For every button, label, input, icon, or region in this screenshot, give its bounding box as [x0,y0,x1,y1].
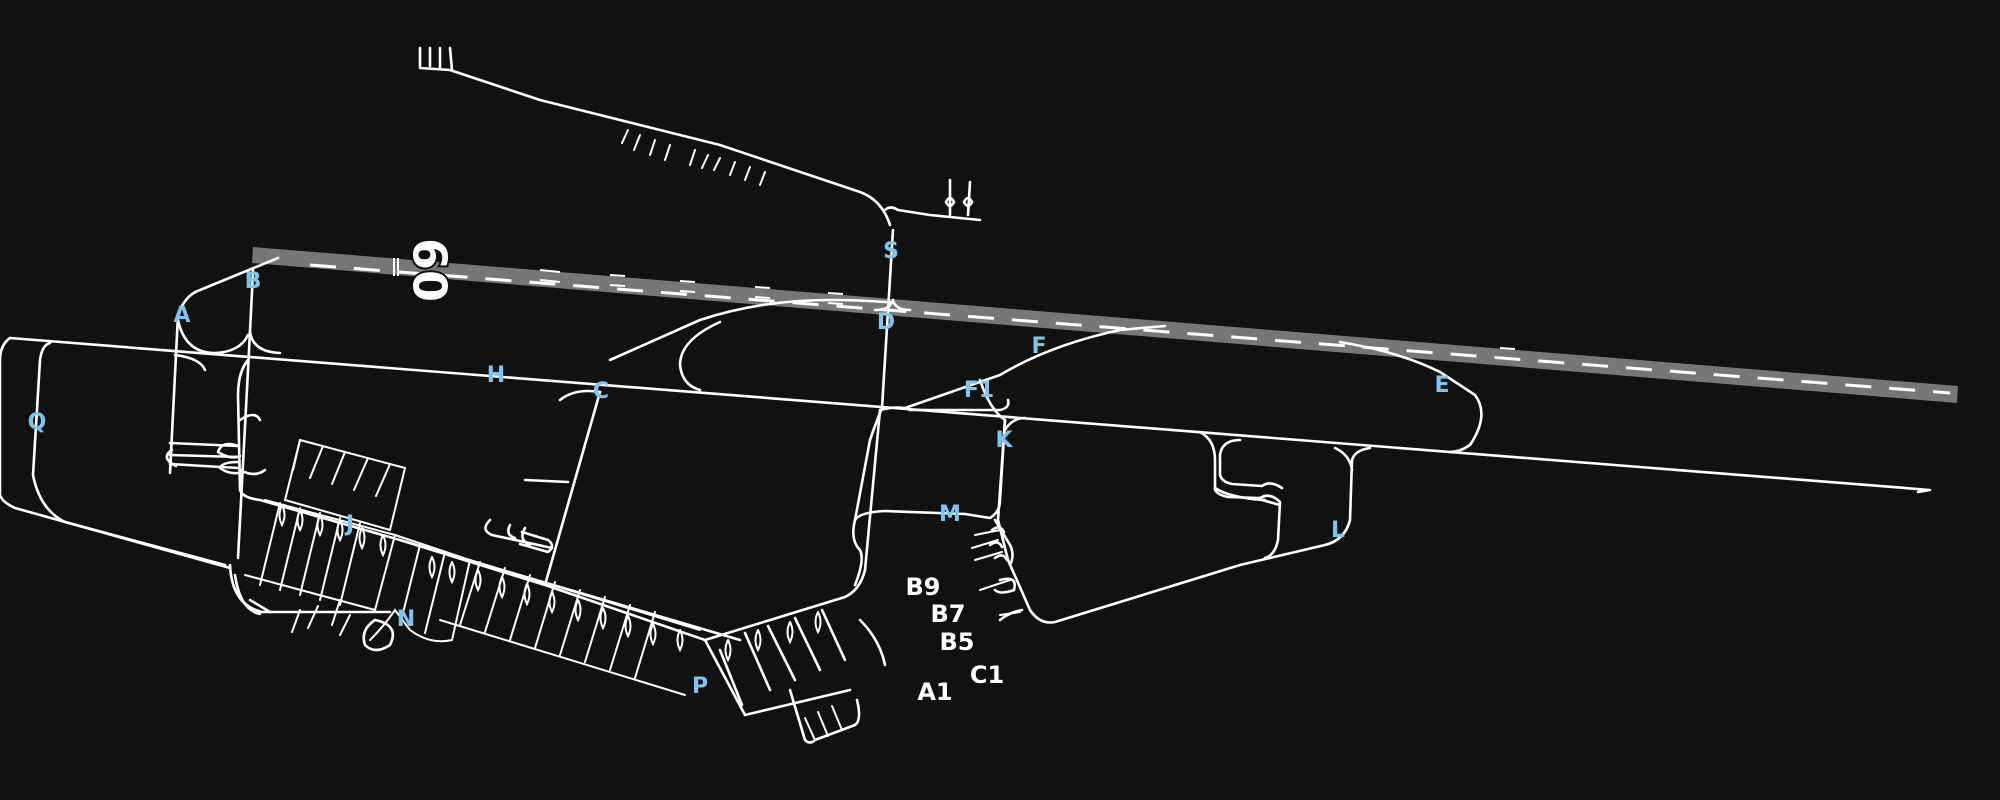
taxiway-label-q: Q [28,410,47,435]
holding-loop-a2 [218,460,240,475]
apron-west-fillets [238,413,267,476]
taxiway-k-fillet [1003,416,1027,432]
apron-p-east-edge [703,408,882,642]
stand-label-c1: C1 [970,661,1004,689]
taxiway-label-a: A [173,303,190,328]
taxiway-a-fillet [173,353,207,372]
taxiway-d-runway-link [828,298,892,304]
taxiway-labels: B A Q H C S D F F1 K E M J N P L [28,239,1450,699]
apron-southwest-edge [228,563,392,614]
stands-p-south [788,688,861,744]
holding-loops-a [165,442,242,468]
runway-designator: 60 [403,238,457,302]
taxiway-h-centerline [8,336,1932,494]
stand-label-b5: B5 [940,628,975,656]
apron-east-link [1213,486,1282,507]
taxiway-s-stands-north [428,46,454,72]
taxiway-f [903,324,1167,410]
taxiway-label-j: J [344,512,354,537]
apron-c-stubs [484,478,570,550]
remote-stands-north [621,129,766,186]
taxiway-label-s: S [883,239,899,264]
taxiway-label-f1: F1 [964,378,994,403]
taxiway-label-n: N [397,607,415,632]
taxiway-e [1338,340,1483,454]
taxiway-k-l-loop [996,418,1372,624]
stands-p-south-lines [804,705,843,741]
stand-labels: B9 B7 B5 C1 A1 [903,571,1007,709]
runway: 60 [252,236,1958,403]
stand-label-b7: B7 [931,600,966,628]
stands-k-east [971,529,1021,616]
stands-row-j [244,438,701,696]
taxiway-label-b: B [245,269,262,294]
taxiway-label-h: H [487,363,505,388]
apron-n-loop [362,618,395,652]
taxiway-a-connector [168,256,280,475]
taxiway-c [543,298,832,587]
taxiway-ab-fillet [176,318,250,355]
taxiway-label-d: D [877,310,895,335]
apron-south-loop [233,573,272,616]
holding-loops-k [988,526,1009,562]
apron-c-box [518,530,554,554]
taxiway-s-east [883,206,982,222]
taxiway-f1 [978,378,1007,422]
runway-threshold-markings [393,258,1516,360]
apron-east-stand [1198,430,1282,560]
taxiway-d-vertical [880,228,895,410]
taxiway-label-p: P [692,674,708,699]
taxiway-label-l: L [1331,518,1345,543]
taxiway-l-fillet [1333,446,1354,472]
taxiway-m-north [878,398,1010,412]
holding-points-s [944,178,974,217]
taxiway-q-outer [0,336,232,570]
taxiway-label-c: C [593,379,609,404]
taxiway-d-fillets [873,298,912,312]
holding-loop-k2 [993,577,1016,594]
taxiway-d-loop [678,320,722,392]
apron-east-inner [1218,438,1284,490]
taxiway-m-west-leg [852,406,884,587]
taxiway-label-k: K [995,428,1013,453]
taxiway-label-e: E [1434,373,1449,398]
taxiway-network [0,46,1932,744]
stands-p [718,608,847,707]
taxiway-s-north [418,46,892,227]
stands-southwest [291,599,351,636]
runway-centerline [309,263,1951,395]
apron-west-edge [236,358,742,642]
taxiway-label-f: F [1031,334,1046,359]
stand-label-b9: B9 [906,573,941,601]
holding-loop-k3 [998,608,1024,622]
taxiway-q-inner [31,341,227,567]
taxiway-b-fillet [248,330,282,355]
stand-lead-in-markers [278,504,822,663]
runway-surface [252,247,1958,403]
taxiway-c-fillet [558,389,602,402]
taxiway-k-south [993,518,1014,567]
taxiway-label-m: M [939,502,961,527]
stand-label-a1: A1 [917,678,952,706]
apron-p-east-link [858,618,887,667]
